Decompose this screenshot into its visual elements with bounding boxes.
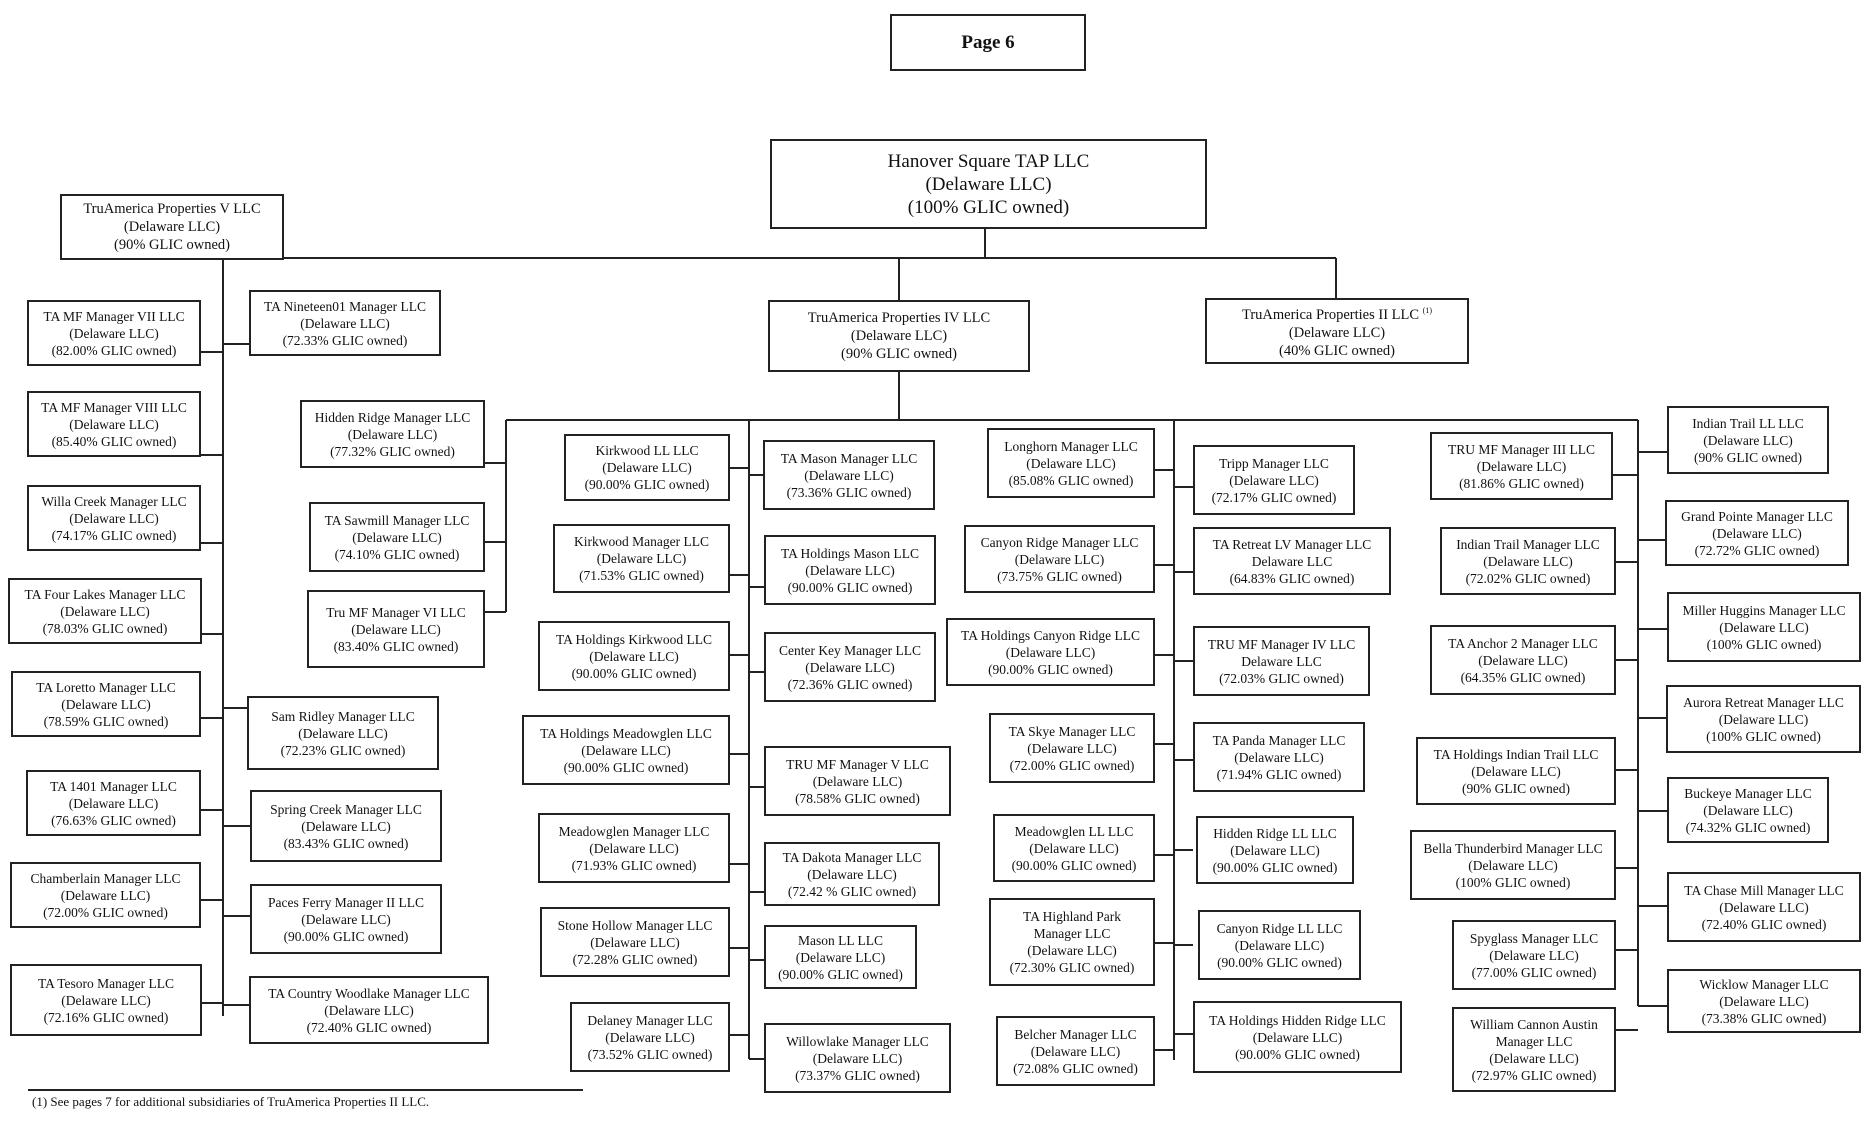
entity-trumf6: Tru MF Manager VI LLC(Delaware LLC)(83.4… — [307, 590, 485, 668]
entity-holdmason: TA Holdings Mason LLC(Delaware LLC)(90.0… — [764, 535, 936, 605]
entity-belcher: Belcher Manager LLC(Delaware LLC)(72.08%… — [996, 1016, 1155, 1086]
footnote-rule — [28, 1089, 583, 1091]
entity-millerhuggins: Miller Huggins Manager LLC(Delaware LLC)… — [1667, 592, 1861, 662]
entity-hiddenridgell: Hidden Ridge LL LLC(Delaware LLC)(90.00%… — [1196, 816, 1354, 884]
entity-indiantrailmgr: Indian Trail Manager LLC(Delaware LLC)(7… — [1440, 527, 1616, 595]
entity-willowlake: Willowlake Manager LLC(Delaware LLC)(73.… — [764, 1023, 951, 1093]
entity-masonll: Mason LL LLC(Delaware LLC)(90.00% GLIC o… — [764, 925, 917, 989]
entity-ta1401: TA 1401 Manager LLC(Delaware LLC)(76.63%… — [26, 770, 201, 836]
entity-tap5: TruAmerica Properties V LLC(Delaware LLC… — [60, 194, 284, 260]
entity-kirkwoodll: Kirkwood LL LLC(Delaware LLC)(90.00% GLI… — [564, 434, 730, 501]
entity-spyglass: Spyglass Manager LLC(Delaware LLC)(77.00… — [1452, 920, 1616, 990]
page-label: Page 6 — [890, 14, 1086, 71]
entity-paces: Paces Ferry Manager II LLC(Delaware LLC)… — [250, 884, 442, 954]
entity-springcreek: Spring Creek Manager LLC(Delaware LLC)(8… — [250, 790, 442, 862]
entity-wicklow: Wicklow Manager LLC(Delaware LLC)(73.38%… — [1667, 969, 1861, 1033]
entity-holdhiddenridge: TA Holdings Hidden Ridge LLC(Delaware LL… — [1193, 1001, 1402, 1073]
entity-nineteen01: TA Nineteen01 Manager LLC(Delaware LLC)(… — [249, 290, 441, 356]
entity-tripp: Tripp Manager LLC(Delaware LLC)(72.17% G… — [1193, 445, 1355, 515]
entity-stonehollow: Stone Hollow Manager LLC(Delaware LLC)(7… — [540, 907, 730, 977]
entity-delaney: Delaney Manager LLC(Delaware LLC)(73.52%… — [570, 1002, 730, 1072]
entity-holdmeadowglen: TA Holdings Meadowglen LLC(Delaware LLC)… — [522, 715, 730, 785]
entity-grandpointe: Grand Pointe Manager LLC(Delaware LLC)(7… — [1665, 500, 1849, 566]
entity-trumf3: TRU MF Manager III LLC(Delaware LLC)(81.… — [1430, 432, 1613, 500]
entity-tesoro: TA Tesoro Manager LLC(Delaware LLC)(72.1… — [10, 964, 202, 1036]
entity-skye: TA Skye Manager LLC(Delaware LLC)(72.00%… — [989, 713, 1155, 783]
entity-auroraretreat: Aurora Retreat Manager LLC(Delaware LLC)… — [1666, 685, 1861, 753]
entity-tap2: TruAmerica Properties II LLC (1)(Delawar… — [1205, 298, 1469, 364]
entity-loretto: TA Loretto Manager LLC(Delaware LLC)(78.… — [11, 671, 201, 737]
entity-longhorn: Longhorn Manager LLC(Delaware LLC)(85.08… — [987, 428, 1155, 498]
entity-kirkwoodmgr: Kirkwood Manager LLC(Delaware LLC)(71.53… — [553, 524, 730, 593]
entity-countrywoodlake: TA Country Woodlake Manager LLC(Delaware… — [249, 976, 489, 1044]
entity-hiddenridgemgr: Hidden Ridge Manager LLC(Delaware LLC)(7… — [300, 400, 485, 468]
footnote: (1) See pages 7 for additional subsidiar… — [32, 1094, 430, 1109]
entity-sawmill: TA Sawmill Manager LLC(Delaware LLC)(74.… — [309, 502, 485, 572]
entity-meadowglenll: Meadowglen LL LLC(Delaware LLC)(90.00% G… — [993, 814, 1155, 882]
entity-holdkirkwood: TA Holdings Kirkwood LLC(Delaware LLC)(9… — [538, 621, 730, 691]
entity-canyonridgell: Canyon Ridge LL LLC(Delaware LLC)(90.00%… — [1198, 910, 1361, 980]
entity-root: Hanover Square TAP LLC(Delaware LLC)(100… — [770, 139, 1207, 229]
entity-indiantrailll: Indian Trail LL LLC(Delaware LLC)(90% GL… — [1667, 406, 1829, 474]
entity-meadowglenmgr: Meadowglen Manager LLC(Delaware LLC)(71.… — [538, 813, 730, 883]
entity-buckeye: Buckeye Manager LLC(Delaware LLC)(74.32%… — [1667, 777, 1829, 843]
entity-samridley: Sam Ridley Manager LLC(Delaware LLC)(72.… — [247, 696, 439, 770]
entity-mf8: TA MF Manager VIII LLC(Delaware LLC)(85.… — [27, 391, 201, 457]
entity-anchor2: TA Anchor 2 Manager LLC(Delaware LLC)(64… — [1430, 625, 1616, 695]
entity-mf7: TA MF Manager VII LLC(Delaware LLC)(82.0… — [27, 300, 201, 366]
entity-holdindiantrail: TA Holdings Indian Trail LLC(Delaware LL… — [1416, 737, 1616, 805]
entity-chamberlain: Chamberlain Manager LLC(Delaware LLC)(72… — [10, 862, 201, 928]
entity-bellathunderbird: Bella Thunderbird Manager LLC(Delaware L… — [1410, 830, 1616, 900]
entity-tap4: TruAmerica Properties IV LLC(Delaware LL… — [768, 300, 1030, 372]
entity-centerkey: Center Key Manager LLC(Delaware LLC)(72.… — [764, 632, 936, 702]
entity-willa: Willa Creek Manager LLC(Delaware LLC)(74… — [27, 485, 201, 551]
entity-trumf5: TRU MF Manager V LLC(Delaware LLC)(78.58… — [764, 746, 951, 816]
entity-canyonridgemgr: Canyon Ridge Manager LLC(Delaware LLC)(7… — [964, 525, 1155, 593]
entity-chasemill: TA Chase Mill Manager LLC(Delaware LLC)(… — [1667, 872, 1861, 942]
entity-dakota: TA Dakota Manager LLC(Delaware LLC)(72.4… — [764, 842, 940, 906]
entity-fourlakes: TA Four Lakes Manager LLC(Delaware LLC)(… — [8, 578, 202, 644]
entity-panda: TA Panda Manager LLC(Delaware LLC)(71.94… — [1193, 722, 1365, 792]
entity-masonmgr: TA Mason Manager LLC(Delaware LLC)(73.36… — [763, 440, 935, 510]
entity-holdcanyonridge: TA Holdings Canyon Ridge LLC(Delaware LL… — [946, 618, 1155, 686]
